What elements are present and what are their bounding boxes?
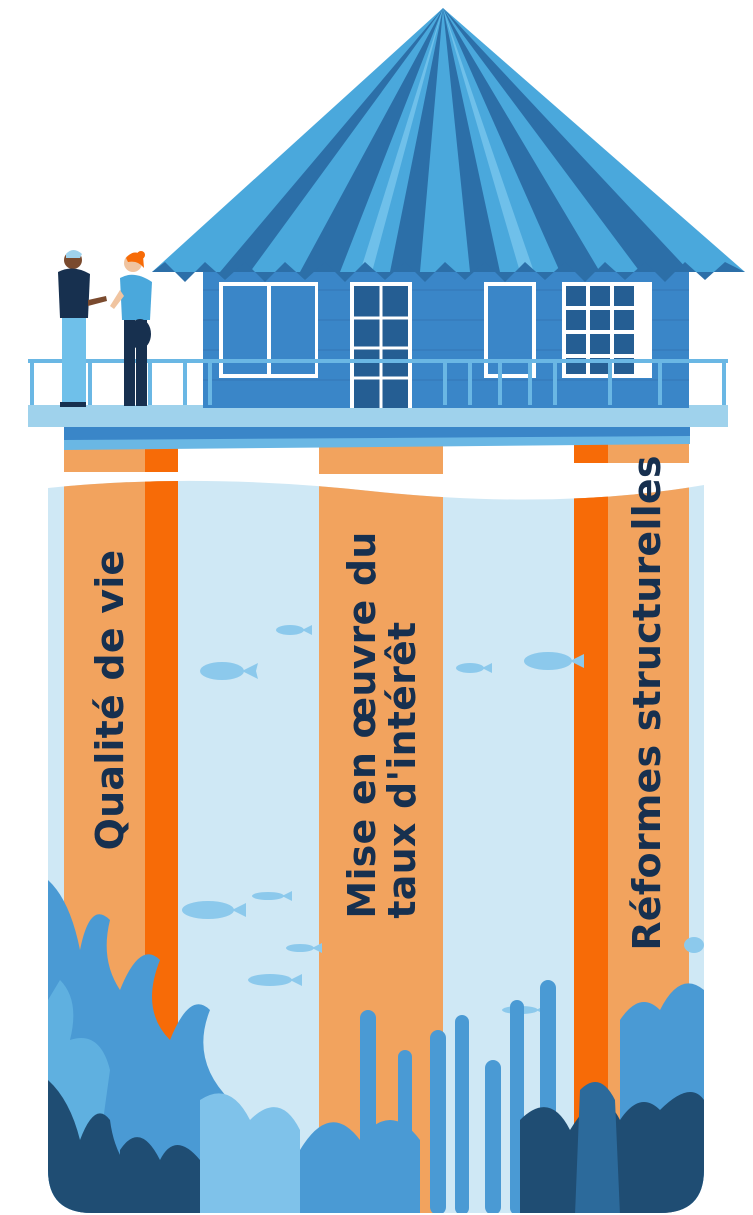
pillar-label-line: Qualité de vie [88, 549, 132, 851]
pillar-label-structural-reforms: Réformes structurelles [625, 455, 669, 951]
pillar-label-quality-of-life: Qualité de vie [88, 549, 132, 851]
door [350, 282, 412, 408]
pillar-label-line: Réformes structurelles [625, 455, 669, 951]
pillar-label-interest-rate: Mise en œuvre du taux d'intérêt [340, 531, 424, 919]
coral-dark-illustration [48, 1080, 704, 1213]
pillar-2 [319, 480, 443, 1213]
fish-illustration [182, 625, 704, 1015]
people-illustration [58, 250, 152, 407]
window [562, 282, 652, 378]
thatched-roof [152, 8, 745, 282]
pillar-label-line: Mise en œuvre du [340, 531, 384, 919]
deck-slab [28, 405, 728, 427]
shutter-left [219, 282, 318, 378]
pillar-label-line: taux d'intérêt [380, 621, 424, 919]
